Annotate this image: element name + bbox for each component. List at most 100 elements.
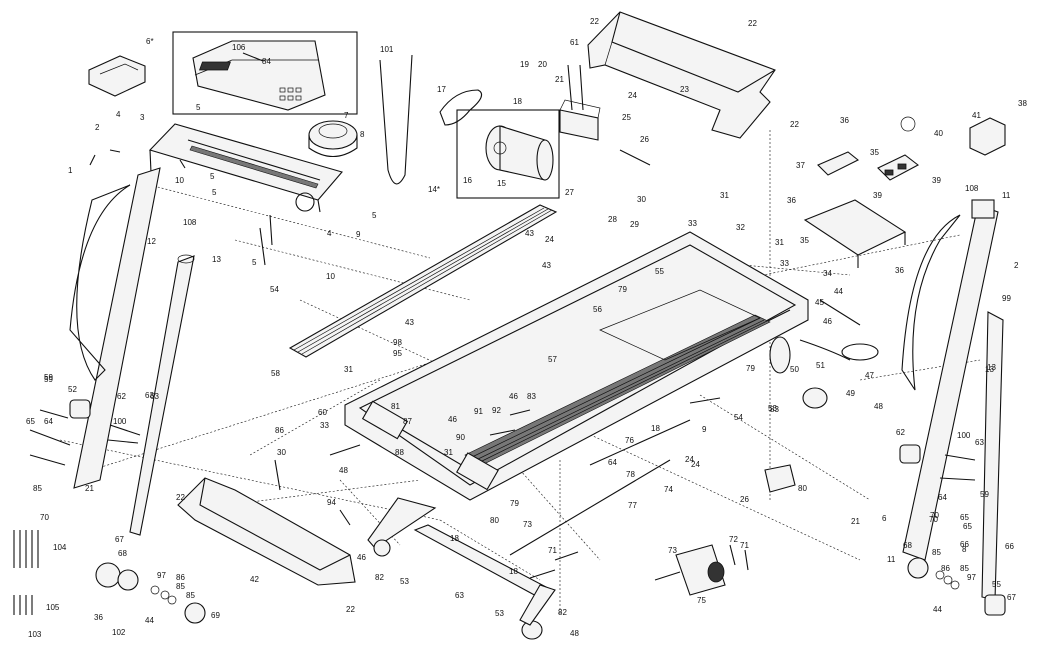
part-label: 31 [720, 191, 729, 200]
part-label: 22 [346, 605, 355, 614]
part-label: 10 [175, 176, 184, 185]
part-label: 75 [697, 596, 706, 605]
part-label: 65 [960, 513, 969, 522]
controller-assembly [803, 116, 1006, 268]
console-assembly [172, 31, 358, 115]
part-label: 22 [590, 17, 599, 26]
part-label: 28 [608, 215, 617, 224]
part-label: 86 [176, 573, 185, 582]
part-label: 71 [548, 546, 557, 555]
part-label: 26 [740, 495, 749, 504]
motor-hood-small [308, 120, 358, 158]
part-label: 64 [608, 458, 617, 467]
part-label: 41 [972, 111, 981, 120]
part-label: 70 [929, 515, 938, 524]
part-label: 4 [116, 110, 121, 119]
part-label: 20 [538, 60, 547, 69]
part-label: 22 [176, 493, 185, 502]
incline-frame [367, 497, 556, 640]
part-label: 71 [740, 541, 749, 550]
right-foot-parts [907, 557, 960, 590]
part-label: 43 [525, 229, 534, 238]
part-label: 85 [960, 564, 969, 573]
part-label: 44 [933, 605, 942, 614]
part-label: 21 [555, 75, 564, 84]
part-label: 53 [400, 577, 409, 586]
part-label: 27 [565, 188, 574, 197]
part-label: 31 [775, 238, 784, 247]
part-label: 10 [326, 272, 335, 281]
part-label: 29 [630, 220, 639, 229]
part-label: 46 [823, 317, 832, 326]
left-handrail [129, 254, 195, 536]
part-label: 108 [965, 184, 979, 193]
part-label: 95 [393, 349, 402, 358]
part-label: 18 [450, 534, 459, 543]
part-label: 86 [275, 426, 284, 435]
part-label: 82 [375, 573, 384, 582]
part-label: 57 [548, 355, 557, 364]
part-label: 64 [44, 417, 53, 426]
part-label: 18 [509, 567, 518, 576]
part-label: 40 [934, 129, 943, 138]
part-label: 101 [380, 45, 394, 54]
part-label: 5 [196, 103, 201, 112]
part-label: 54 [734, 413, 743, 422]
treadmill-frame [344, 231, 809, 501]
part-label: 48 [339, 466, 348, 475]
part-label: 36 [840, 116, 849, 125]
part-label: 55 [992, 580, 1001, 589]
part-label: 85 [932, 548, 941, 557]
part-label: 15 [497, 179, 506, 188]
part-label: 36 [94, 613, 103, 622]
part-label: 17 [437, 85, 446, 94]
console-bracket [88, 55, 146, 97]
rear-roller-parts [764, 336, 879, 493]
part-label: 85 [176, 582, 185, 591]
part-label: 90 [456, 433, 465, 442]
part-label: 64 [938, 493, 947, 502]
part-label: 2 [1014, 261, 1019, 270]
part-label: 59 [44, 373, 53, 382]
part-label: 13 [987, 363, 996, 372]
part-label: 25 [622, 113, 631, 122]
part-label: 9 [702, 425, 707, 434]
part-label: 56 [593, 305, 602, 314]
part-label: 47 [865, 371, 874, 380]
part-label: 62 [896, 428, 905, 437]
part-label: 23 [680, 85, 689, 94]
part-label: 33 [780, 259, 789, 268]
fastener-kit [13, 530, 39, 615]
part-label: 22 [790, 120, 799, 129]
part-label: 44 [834, 287, 843, 296]
part-label: 5 [212, 188, 217, 197]
part-label: 108 [183, 218, 197, 227]
part-label: 88 [395, 448, 404, 457]
part-label: 80 [798, 484, 807, 493]
part-label: 102 [112, 628, 126, 637]
part-label: 83 [527, 392, 536, 401]
part-label: 79 [746, 364, 755, 373]
part-label: 21 [85, 484, 94, 493]
part-label: 32 [736, 223, 745, 232]
part-label: 79 [618, 285, 627, 294]
part-label: 63 [455, 591, 464, 600]
part-label: 7 [344, 111, 349, 120]
part-label: 8 [962, 545, 967, 554]
motor-assembly [439, 89, 560, 199]
part-label: 26 [640, 135, 649, 144]
part-label: 52 [68, 385, 77, 394]
part-label: 53 [495, 609, 504, 618]
part-label: 35 [800, 236, 809, 245]
power-cord-right [799, 339, 851, 361]
part-label: 5 [372, 211, 377, 220]
part-label: 5 [210, 172, 215, 181]
part-label: 53 [768, 404, 777, 413]
part-label: 1 [68, 166, 73, 175]
part-label: 92 [492, 406, 501, 415]
part-label: 54 [270, 285, 279, 294]
part-label: 58 [271, 369, 280, 378]
part-label: 9 [356, 230, 361, 239]
part-label: 34 [823, 269, 832, 278]
